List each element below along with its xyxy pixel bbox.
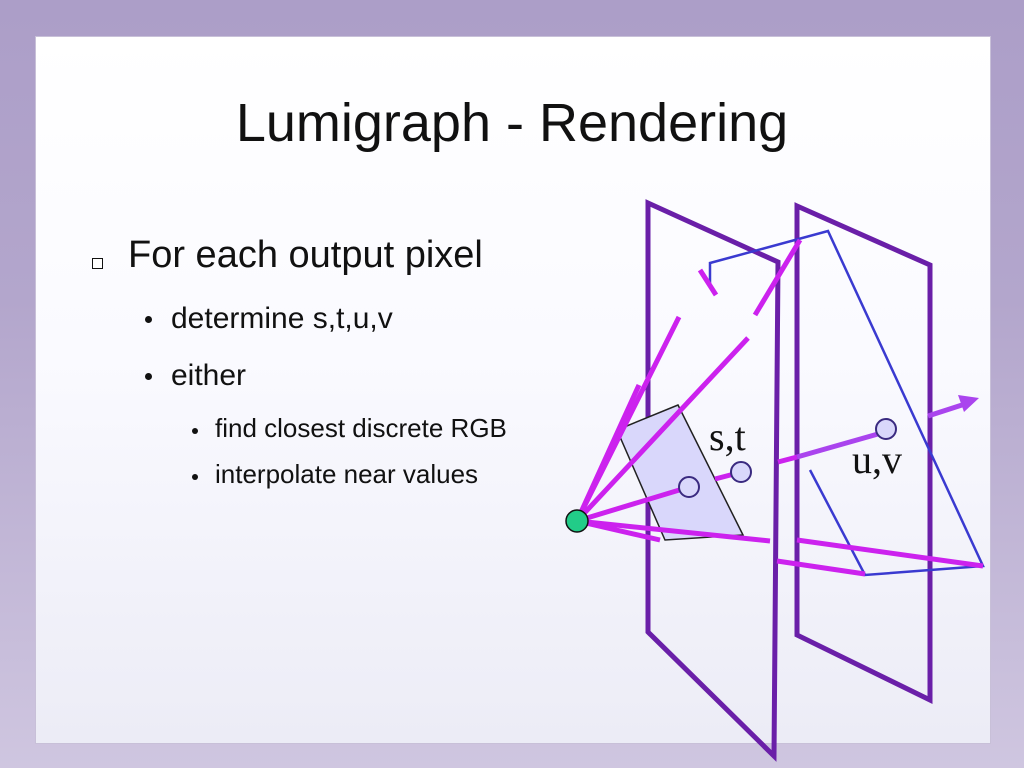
ray bbox=[576, 518, 661, 543]
st-sample-point bbox=[678, 476, 700, 498]
bullet-sub-either: either bbox=[171, 359, 247, 392]
eye-point bbox=[565, 509, 589, 533]
uv-sample-point bbox=[875, 418, 897, 440]
bullet-dot-icon bbox=[192, 428, 198, 434]
ray bbox=[796, 537, 984, 569]
frustum-edge bbox=[708, 229, 985, 577]
ray bbox=[776, 558, 866, 577]
bullet-dot-icon bbox=[145, 373, 152, 380]
ray bbox=[574, 315, 682, 523]
bullet-dot-icon bbox=[192, 474, 198, 480]
ray-exit bbox=[927, 402, 963, 419]
bullet-main: For each output pixel bbox=[128, 234, 483, 276]
ray bbox=[697, 268, 719, 297]
uv-plane bbox=[794, 202, 933, 705]
slide-panel bbox=[35, 36, 991, 744]
pixel-patch bbox=[616, 404, 745, 541]
bullet-sub-determine: determine s,t,u,v bbox=[171, 302, 393, 335]
ray bbox=[576, 518, 771, 544]
st-sample-point bbox=[730, 461, 752, 483]
ray-arrowhead-icon bbox=[958, 395, 979, 412]
ray-center bbox=[796, 429, 886, 460]
bullet-subsub-interpolate: interpolate near values bbox=[215, 459, 479, 489]
frustum-edge bbox=[828, 231, 865, 575]
ray bbox=[576, 485, 687, 524]
ray bbox=[752, 238, 803, 317]
square-bullet-icon bbox=[92, 258, 103, 269]
ray bbox=[575, 336, 750, 523]
ray-group bbox=[574, 238, 984, 577]
slide-title: Lumigraph - Rendering bbox=[235, 93, 789, 153]
label-uv: u,v bbox=[852, 437, 902, 482]
ray-center bbox=[777, 454, 798, 465]
label-st: s,t bbox=[709, 414, 746, 459]
bullet-subsub-closest: find closest discrete RGB bbox=[215, 413, 507, 443]
bullet-dot-icon bbox=[145, 316, 152, 323]
